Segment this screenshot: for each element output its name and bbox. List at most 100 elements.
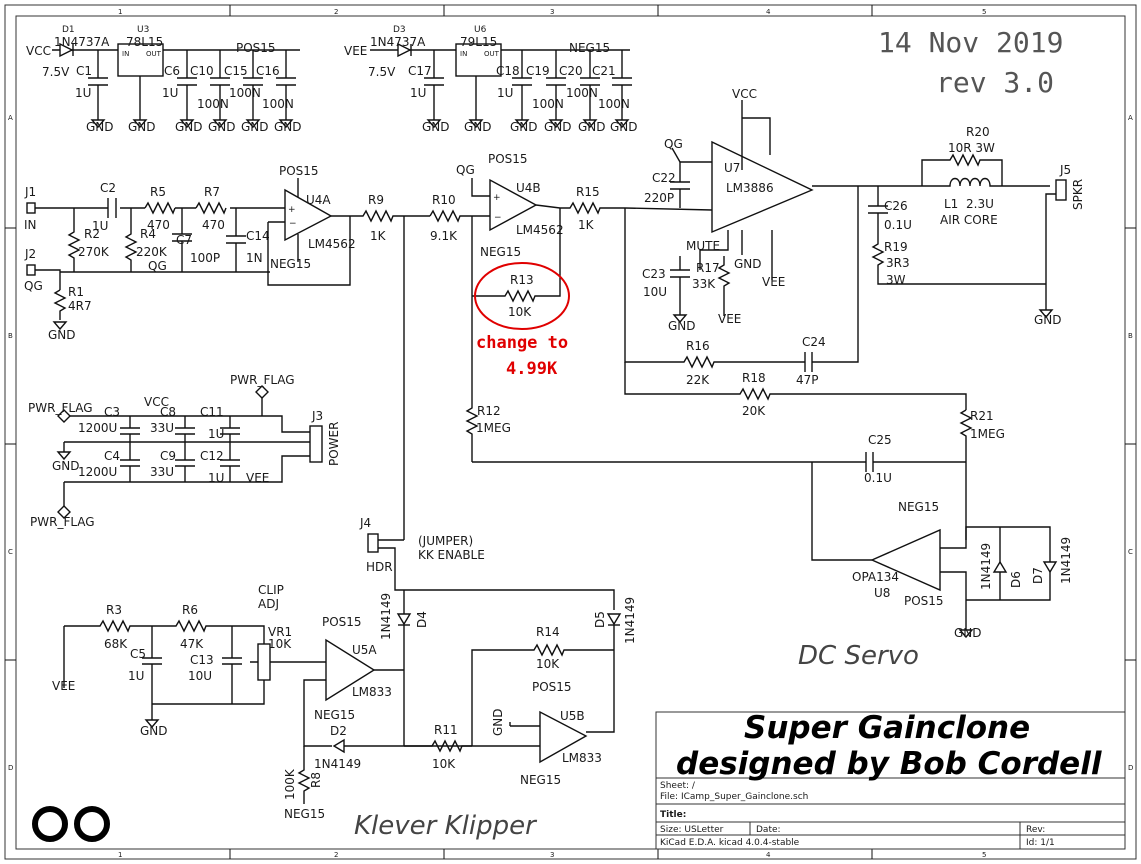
u4a-value: LM4562 [308,237,356,251]
r18-ref: R18 [742,371,766,385]
r19-ref: R19 [884,240,908,254]
l1-ref: L1 [944,197,958,211]
r7-value: 470 [202,218,225,232]
c19-ref: C19 [526,64,550,78]
change-annotation-line1: change to [476,333,568,353]
svg-text:IN: IN [122,50,129,58]
u7-lm3886 [711,140,814,234]
j5-connector [1055,179,1067,201]
c17-value: 1U [410,86,426,100]
pwr-flag-2: PWR_FLAG [28,401,93,415]
c5-value: 1U [128,669,144,683]
d4-value: 1N4149 [379,593,393,640]
r9-value: 1K [370,229,387,243]
r16-ref: R16 [686,339,710,353]
u7-value: LM3886 [726,181,774,195]
j3-connector [309,425,323,463]
vcc-label: VCC [26,44,51,58]
c4-value: 1200U [78,465,117,479]
c26-ref: C26 [884,199,908,213]
svg-text:GND: GND [274,120,302,134]
c10-ref: C10 [190,64,214,78]
svg-text:GND: GND [1034,313,1062,327]
c2-ref: C2 [100,181,116,195]
col-label-1: 1 [118,8,122,16]
j4-name: HDR [366,560,393,574]
svg-text:NEG15: NEG15 [898,500,939,514]
svg-text:VCC: VCC [732,87,757,101]
c14-value: 1N [246,251,263,265]
d2-ref: D2 [330,724,347,738]
input-stage: J1 IN C2 1U R5 470 R7 470 R2 270K R4 220… [24,152,866,540]
j1-name: IN [24,218,37,232]
c17-ref: C17 [408,64,432,78]
svg-text:VCC: VCC [144,395,169,409]
svg-text:GND: GND [954,626,982,640]
l1-value: 2.3U [966,197,994,211]
svg-text:+: + [493,193,501,203]
u3-value: 78L15 [126,35,163,49]
r1-value: 4R7 [68,299,92,313]
svg-text:VEE: VEE [718,312,741,326]
u5b-ref: U5B [560,709,585,723]
svg-text:VEE: VEE [762,275,785,289]
row-label-a: A [8,114,13,122]
d7-value: 1N4149 [1059,537,1073,584]
klever-klipper-heading: Klever Klipper [354,811,538,841]
tb-title: Title: [660,810,686,820]
d6-ref: D6 [1009,571,1023,588]
d3-voltage: 7.5V [368,65,396,79]
svg-text:GND: GND [578,120,606,134]
j1-ref: J1 [24,185,36,199]
r5-ref: R5 [150,185,166,199]
u5a-ref: U5A [352,643,377,657]
d2-value: 1N4149 [314,757,361,771]
svg-text:IN: IN [460,50,467,58]
c24-value: 47P [796,373,819,387]
u4b-opamp [489,178,538,232]
pwr-flag-3: PWR_FLAG [30,515,95,529]
c16-value: 100N [262,97,294,111]
u6-ref: U6 [474,25,487,35]
c3-value: 1200U [78,421,117,435]
tb-rev: Rev: [1026,825,1045,835]
svg-text:NEG15: NEG15 [520,773,561,787]
r8-ref: R8 [309,772,323,788]
tb-size: Size: USLetter [660,825,724,835]
svg-text:QG: QG [664,137,683,151]
c25-value: 0.1U [864,471,892,485]
r11-value: 10K [432,757,456,771]
d1-voltage: 7.5V [42,65,70,79]
r17-ref: R17 [696,261,720,275]
c21-value: 100N [598,97,630,111]
j1-connector [26,202,36,214]
adj-label: ADJ [258,597,279,611]
r1-ref: R1 [68,285,84,299]
dc-servo-section: OPA134 U8 NEG15 POS15 D6 D7 1N4149 1N414… [798,462,1073,671]
j5-name: SPKR [1071,179,1085,210]
c15-ref: C15 [224,64,248,78]
d6-value: 1N4149 [979,543,993,590]
c7-value: 100P [190,251,220,265]
power-input-section: PWR_FLAG PWR_FLAG C3 1200U C8 33U C11 1U… [28,373,341,529]
d7-ref: D7 [1031,567,1045,584]
pos15-label: POS15 [236,41,276,55]
r13-ref: R13 [510,273,534,287]
klever-klipper-section: J4 HDR (JUMPER) KK ENABLE D4 1N4149 D5 1… [52,516,637,841]
u4a-opamp [284,188,333,242]
svg-text:GND: GND [510,120,538,134]
col-label-5: 5 [982,8,986,16]
r19-value: 3R3 [886,256,910,270]
c9-ref: C9 [160,449,176,463]
u6-value: 79L15 [460,35,497,49]
svg-text:GND: GND [175,120,203,134]
c13-ref: C13 [190,653,214,667]
c2-value: 1U [92,219,108,233]
svg-text:NEG15: NEG15 [270,257,311,271]
d4-ref: D4 [415,611,429,628]
u7-ref: U7 [724,161,740,175]
r9-ref: R9 [368,193,384,207]
tb-file: File: ICamp_Super_Gainclone.sch [660,792,808,802]
c18-value: 1U [497,86,513,100]
svg-text:POS15: POS15 [904,594,944,608]
